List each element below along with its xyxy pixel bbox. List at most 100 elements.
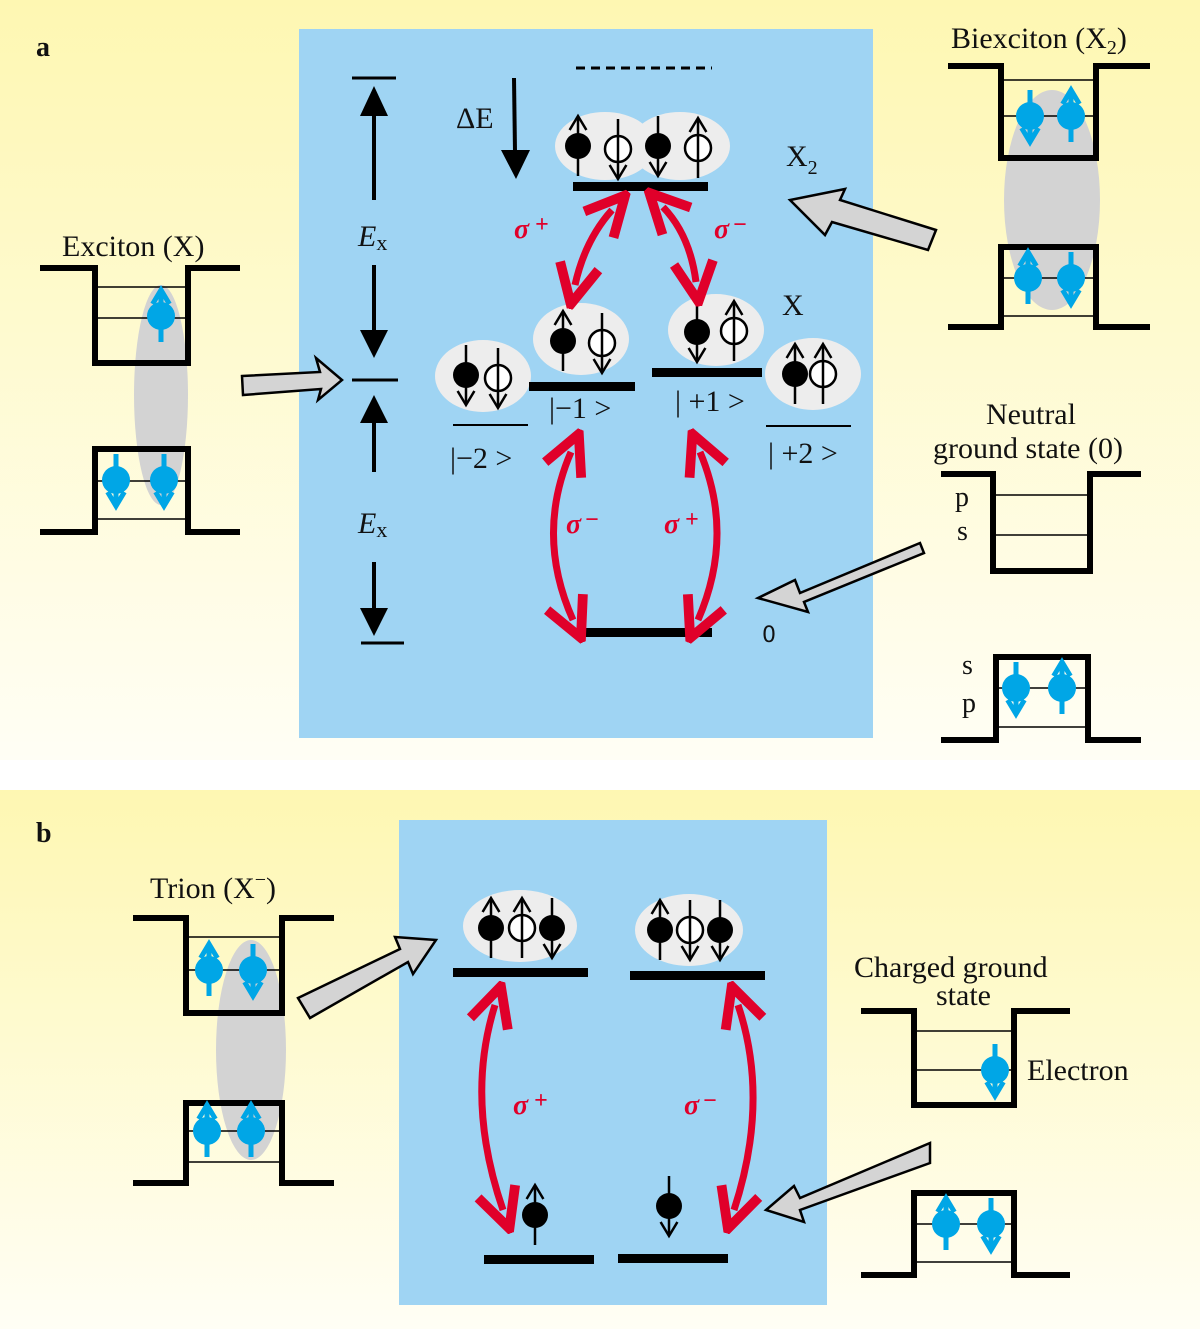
- hole-icon: [719, 298, 749, 361]
- carrier-dot-icon: [1016, 90, 1044, 147]
- hole-icon: [483, 348, 513, 411]
- ground-label-0: 0: [762, 623, 776, 648]
- panel-separator: [0, 760, 1200, 790]
- transition-plus1-to-ground: [698, 452, 717, 620]
- carrier-dot-icon: [239, 944, 267, 1001]
- carrier-dot-icon: [1057, 252, 1085, 309]
- hole-icon: [683, 115, 713, 178]
- exciton-quantum-well: [40, 265, 240, 535]
- arrow-exciton-to-diagram: [240, 354, 344, 404]
- ket-plus2: | +2 >: [768, 437, 838, 470]
- sigma-label-b2: σ−: [684, 1088, 717, 1121]
- x2-label: X2: [786, 140, 818, 179]
- orbital-label-upper-p: p: [955, 482, 969, 513]
- carrier-dot-icon: [932, 1193, 960, 1250]
- orbital-label-upper-s: s: [957, 516, 968, 547]
- carrier-dot-icon: [981, 1044, 1009, 1101]
- spin-up-arrow-icon: [813, 341, 833, 404]
- sigma-label-a2: σ−: [714, 212, 747, 245]
- ket-minus2: |−2 >: [450, 442, 512, 475]
- well-outline: [133, 1100, 334, 1186]
- delta-e-arrow: [501, 77, 530, 179]
- electron-icon: [707, 900, 733, 963]
- trion-carriers: [478, 895, 733, 963]
- electron-label: Electron: [1027, 1054, 1129, 1087]
- spin-down-arrow-icon: [680, 900, 700, 963]
- well-outline: [941, 654, 1141, 743]
- electron-icon: [782, 341, 808, 404]
- spin-up-arrow-icon: [512, 895, 532, 958]
- electron-icon: [522, 1182, 548, 1245]
- arrow-trion-to-diagram: [296, 935, 439, 1020]
- biexciton-carriers: [565, 113, 713, 182]
- charged-title-line2: state: [936, 979, 991, 1012]
- orbital-label-lower-s: s: [962, 650, 973, 681]
- carrier-dot-icon: [237, 1100, 265, 1157]
- transition-minus1-to-ground: [553, 452, 573, 620]
- electron-icon: [539, 898, 565, 961]
- energy-scale: [352, 76, 404, 645]
- arrow-biexciton-to-diagram: [787, 187, 938, 252]
- exciton-carriers: [453, 298, 838, 411]
- well-outline: [948, 63, 1150, 161]
- sigma-label-a1: σ+: [514, 212, 549, 245]
- electron-icon: [647, 897, 673, 960]
- well-outline: [861, 1008, 1070, 1108]
- well-outline: [948, 244, 1150, 330]
- ex-label-upper: Ex: [357, 220, 387, 255]
- panel-b-energy-diagram: [399, 820, 827, 1305]
- carrier-dot-icon: [150, 454, 178, 511]
- well-outline: [133, 915, 334, 1016]
- trion-quantum-well: [133, 915, 334, 1186]
- carrier-dot-icon: [147, 285, 175, 342]
- panel-b-letter: b: [36, 818, 52, 849]
- panel-a-letter: a: [36, 32, 50, 63]
- charged-ground-quantum-well: [861, 1008, 1070, 1278]
- neutral-title-line1: Neutral: [986, 398, 1076, 431]
- trion-title: Trion (X−): [150, 869, 276, 905]
- ex-label-lower: Ex: [357, 507, 387, 542]
- charged-level-right: [618, 1254, 728, 1263]
- carrier-dot-icon: [102, 454, 130, 511]
- well-outline: [40, 446, 240, 535]
- well-outline: [40, 265, 240, 366]
- orbital-label-lower-p: p: [962, 688, 976, 719]
- arrow-neutral-to-diagram: [754, 541, 926, 614]
- electron-icon: [565, 113, 591, 176]
- neutral-title-line2: ground state (0): [933, 432, 1123, 465]
- hole-icon: [675, 900, 705, 963]
- spin-up-arrow-icon: [724, 298, 744, 361]
- spin-down-arrow-icon: [592, 313, 612, 376]
- charged-state-carriers: [522, 1176, 682, 1245]
- charged-title-line1: Charged ground: [854, 951, 1048, 984]
- spin-down-arrow-icon: [608, 119, 628, 182]
- spin-up-arrow-icon: [688, 115, 708, 178]
- electron-icon: [645, 116, 671, 179]
- arrow-charged-to-diagram: [763, 1141, 932, 1224]
- exciton-title: Exciton (X): [62, 230, 204, 263]
- electron-icon: [453, 345, 479, 408]
- electron-icon: [478, 895, 504, 958]
- x-label: X: [782, 289, 804, 322]
- transition-trion-left: [482, 1005, 503, 1210]
- biexciton-quantum-well: [948, 63, 1150, 330]
- biexciton-title: Biexciton (X2): [951, 22, 1127, 59]
- transition-x2-to-plus1: [663, 207, 696, 282]
- hole-icon: [507, 895, 537, 958]
- ground-level-0: [577, 628, 712, 637]
- neutral-ground-quantum-well: [941, 471, 1141, 743]
- carrier-dot-icon: [1057, 85, 1085, 142]
- carrier-dot-icon: [977, 1198, 1005, 1255]
- carrier-dot-icon: [1002, 662, 1030, 719]
- sigma-label-a4: σ+: [664, 507, 699, 540]
- electron-icon: [656, 1176, 682, 1239]
- carrier-dot-icon: [1014, 247, 1042, 304]
- electron-icon: [684, 302, 710, 365]
- well-outline: [941, 471, 1141, 574]
- carrier-dot-icon: [195, 939, 223, 996]
- well-outline: [861, 1190, 1070, 1278]
- transition-trion-right: [734, 1005, 753, 1210]
- spin-down-arrow-icon: [488, 348, 508, 411]
- charged-level-left: [484, 1255, 594, 1264]
